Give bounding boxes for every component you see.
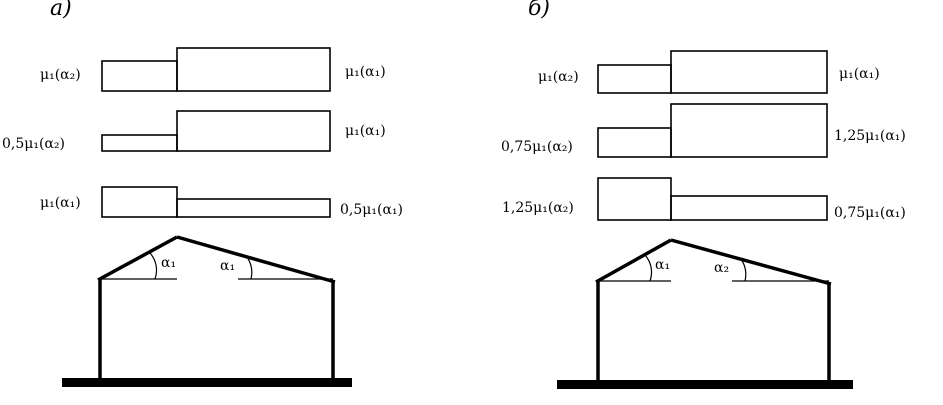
right-load-label: μ₁(α₁) (839, 66, 880, 82)
load-left-block (101, 134, 178, 152)
load-right-block (176, 110, 331, 152)
load-right-block (176, 47, 331, 92)
left-load-label: 1,25μ₁(α₂) (502, 200, 574, 216)
left-load-label: μ₁(α₁) (40, 195, 81, 211)
panel-a-drawing (62, 47, 352, 387)
building-frame (557, 238, 853, 389)
load-left-block (597, 127, 672, 158)
left-load-label: 0,5μ₁(α₂) (2, 136, 65, 152)
right-load-label: μ₁(α₁) (345, 123, 386, 139)
load-left-block (597, 64, 672, 94)
left-load-label: μ₁(α₂) (40, 67, 81, 83)
angle-label-right: α₂ (714, 260, 730, 276)
building-frame (62, 235, 352, 387)
panel-title: а) (50, 0, 72, 21)
left-load-label: μ₁(α₂) (538, 69, 579, 85)
right-load-label: 0,75μ₁(α₁) (834, 205, 906, 221)
load-right-block (670, 195, 828, 221)
right-load-label: 1,25μ₁(α₁) (834, 128, 906, 144)
load-left-block (101, 186, 178, 218)
load-right-block (670, 103, 828, 158)
right-load-label: 0,5μ₁(α₁) (340, 202, 403, 218)
load-left-block (597, 177, 672, 221)
left-load-label: 0,75μ₁(α₂) (501, 139, 573, 155)
angle-label-left: α₁ (161, 255, 177, 271)
panel-title: б) (528, 0, 551, 21)
panel-a: а) μ₁(α₂) μ₁(α₁) 0,5μ₁(α₂) μ₁(α₁) μ₁(α₁)… (0, 0, 471, 405)
panel-b-drawing (557, 50, 853, 389)
load-right-block (670, 50, 828, 94)
load-right-block (176, 198, 331, 218)
panel-b: б) μ₁(α₂) μ₁(α₁) 0,75μ₁(α₂) 1,25μ₁(α₁) 1… (471, 0, 942, 405)
right-load-label: μ₁(α₁) (345, 64, 386, 80)
load-left-block (101, 60, 178, 92)
angle-label-right: α₁ (220, 258, 236, 274)
angle-label-left: α₁ (655, 257, 671, 273)
